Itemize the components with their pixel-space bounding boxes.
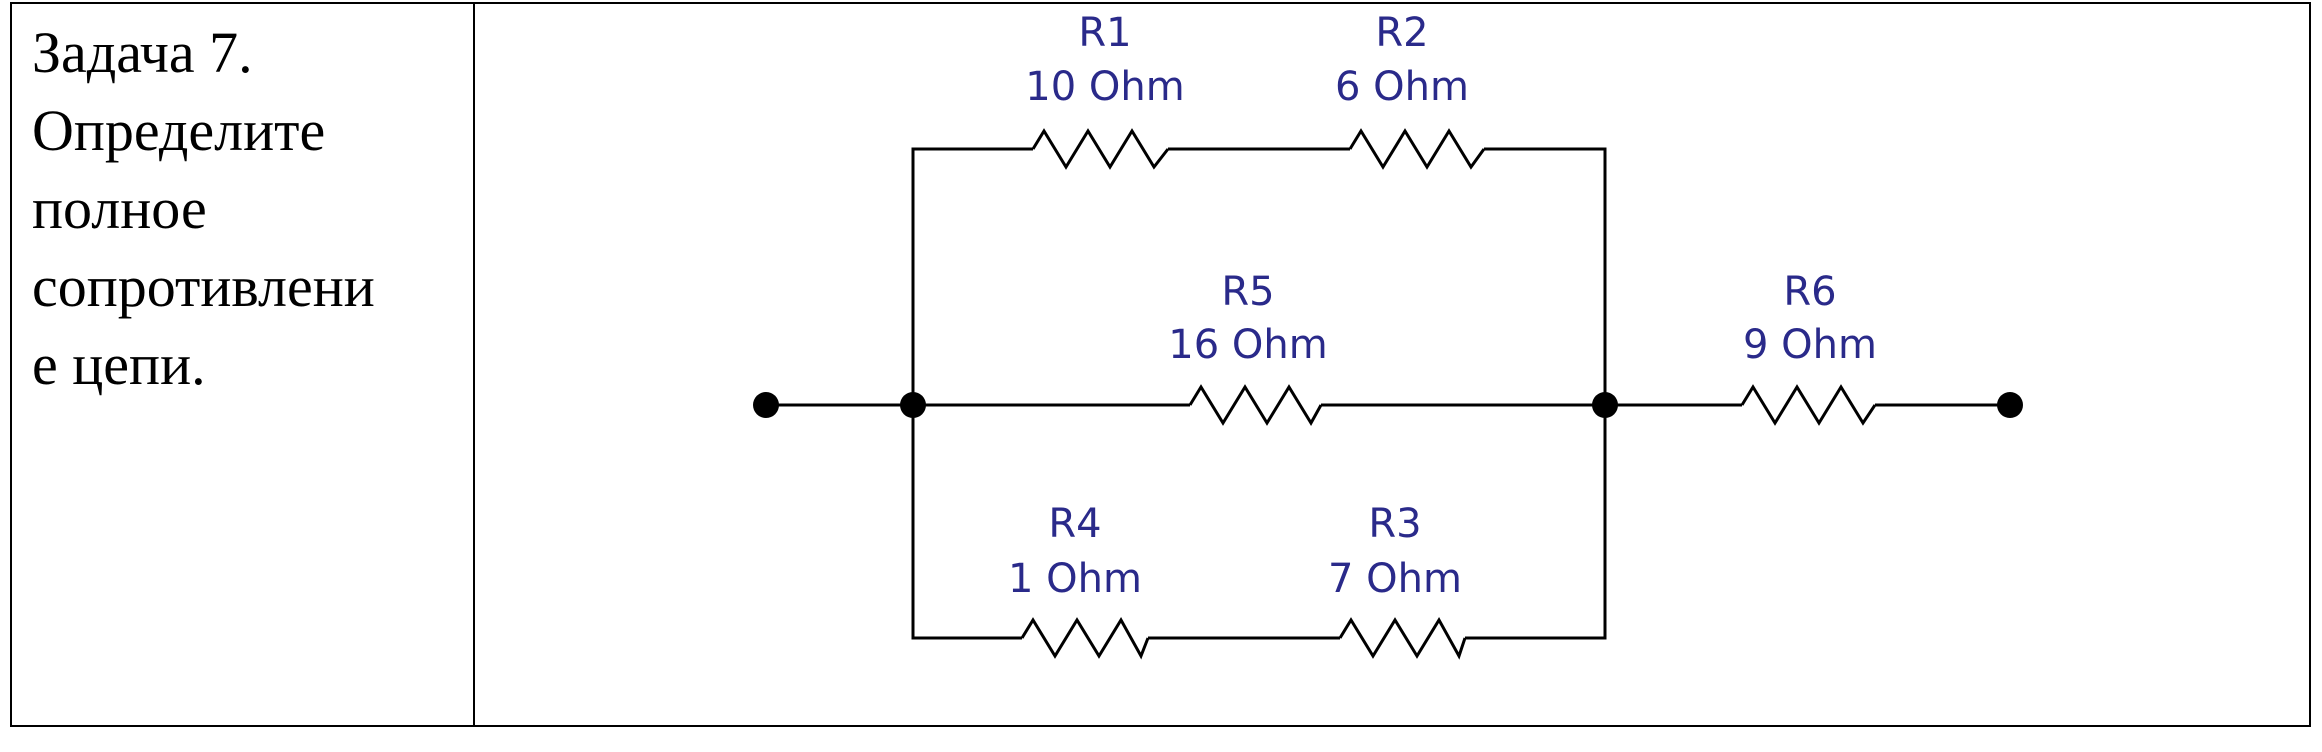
terminal-right: [1997, 392, 2023, 418]
r2-name-label: R2: [1375, 10, 1428, 56]
r1-value-label: 10 Ohm: [1025, 64, 1184, 110]
r2-value-label: 6 Ohm: [1335, 64, 1469, 110]
resistor-r5-symbol: [1188, 384, 1323, 426]
r4-name-label: R4: [1048, 501, 1101, 547]
r3-value-label: 7 Ohm: [1328, 556, 1462, 602]
task-table: Задача 7. Определите полное сопротивлени…: [10, 2, 2311, 727]
r1-name-label: R1: [1078, 10, 1131, 56]
r3-name-label: R3: [1368, 501, 1421, 547]
junction-right: [1592, 392, 1618, 418]
resistor-r1-symbol: [1031, 128, 1170, 170]
r5-value-label: 16 Ohm: [1168, 322, 1327, 368]
terminal-left: [753, 392, 779, 418]
task-text-cell: Задача 7. Определите полное сопротивлени…: [12, 4, 475, 725]
task-text-line: Определите: [32, 98, 326, 163]
r5-name-label: R5: [1221, 269, 1274, 315]
wire-bottom-branch: [911, 405, 1607, 640]
r6-name-label: R6: [1783, 269, 1836, 315]
r4-value-label: 1 Ohm: [1008, 556, 1142, 602]
r6-value-label: 9 Ohm: [1743, 322, 1877, 368]
task-text-line: полное: [32, 176, 207, 241]
resistor-r3-symbol: [1338, 617, 1467, 660]
task-title: Задача 7.: [32, 20, 253, 85]
junction-left: [900, 392, 926, 418]
resistor-r6-symbol: [1740, 384, 1877, 426]
wire-top-branch: [911, 147, 1607, 405]
task-text-line: сопротивлени: [32, 254, 375, 319]
resistor-r4-symbol: [1020, 617, 1150, 660]
task-text-line: е цепи.: [32, 332, 206, 397]
resistor-r2-symbol: [1348, 128, 1486, 170]
